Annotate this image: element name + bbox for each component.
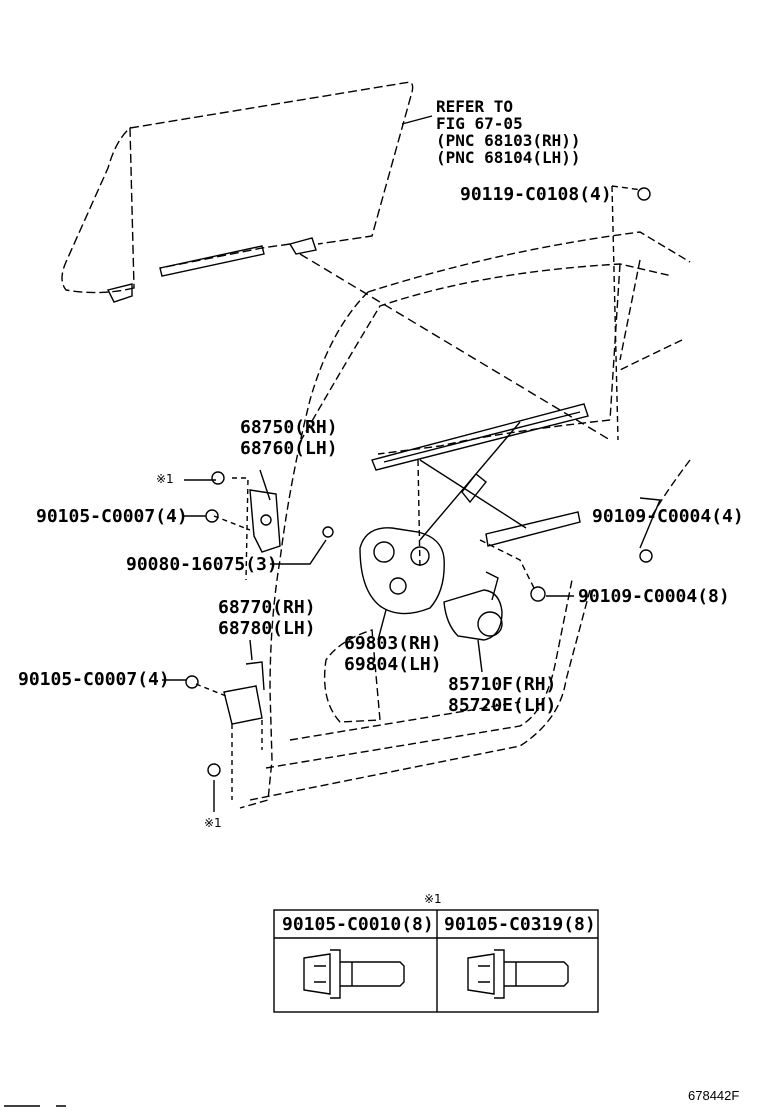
glass-clip-right [288,237,317,255]
label-69803: 69803(RH) [344,633,442,654]
label-90119: 90119-C0108(4) [460,184,612,205]
door-glass-outline [61,81,414,294]
label-90080: 90080-16075(3) [126,554,278,575]
legend-col2: 90105-C0319(8) [444,914,596,935]
mark-1-top: ※1 [156,472,174,486]
lower-hinge-bracket [223,661,265,725]
diagram-ref-code: 678442F [688,1088,740,1103]
regulator-arms [419,421,527,541]
motor-body [443,571,503,641]
refer-leader [401,115,433,125]
upper-hinge-bracket [249,489,281,553]
label-90105-b: 90105-C0007(4) [18,669,170,690]
regulator-lower-rail [485,511,581,547]
label-68770: 68770(RH) [218,597,316,618]
label-68760: 68760(LH) [240,438,338,459]
regulator-body [359,527,445,615]
label-90105-a: 90105-C0007(4) [36,506,188,527]
bolt-drawing-2 [467,949,569,999]
door-lower-panel [249,579,591,801]
door-right-edge [649,459,691,521]
projection-bolt-line [611,185,643,441]
legend-mark: ※1 [424,892,442,906]
leader-69803 [377,609,387,641]
refer-line2: FIG 67-05 [436,114,523,133]
legend-box [273,909,599,1013]
label-85720: 85720E(LH) [448,695,557,716]
label-69804: 69804(LH) [344,654,442,675]
bolt-icons [185,187,653,777]
label-90109-b: 90109-C0004(8) [578,586,730,607]
label-90109-a: 90109-C0004(4) [592,506,744,527]
door-outer-frame [239,231,691,809]
label-68780: 68780(LH) [218,618,316,639]
glass-channel-strip [159,245,265,277]
bolt-drawing-1 [303,949,405,999]
refer-line1: REFER TO [436,97,514,116]
legend-col1: 90105-C0010(8) [282,914,434,935]
bolt-link-dash [195,477,263,800]
leader-90080 [270,539,327,565]
inner-opening [323,629,381,723]
label-68750: 68750(RH) [240,417,338,438]
projection-line [299,253,611,441]
refer-line3: (PNC 68103(RH)) [436,131,581,150]
leader-68770 [249,639,253,661]
regulator-upper-rail [371,403,589,471]
regulator-dash [417,459,535,589]
leader-85710 [477,639,483,673]
leader-68750 [259,469,271,501]
door-frame-side [377,259,683,455]
leader-90109a [639,497,662,549]
glass-clip-left [106,283,133,303]
label-85710: 85710F(RH) [448,674,557,695]
refer-line4: (PNC 68104(LH)) [436,148,581,167]
mark-1-bottom: ※1 [204,816,222,830]
